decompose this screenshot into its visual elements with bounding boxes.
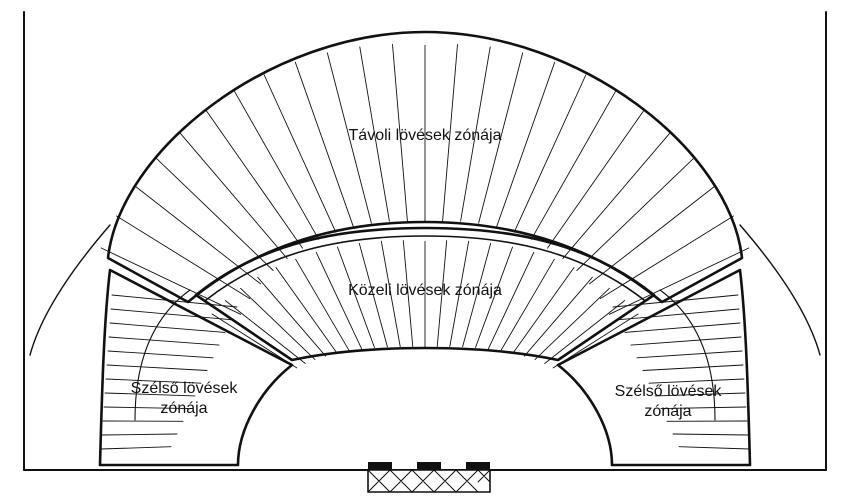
hatch-stroke — [233, 90, 320, 240]
wing-zone-right — [556, 268, 752, 467]
hatch-stroke — [436, 240, 448, 348]
hatch-stroke — [224, 300, 306, 364]
hatch-stroke — [106, 364, 208, 371]
hatch-stroke — [612, 294, 739, 308]
hatch-stroke — [588, 185, 716, 285]
near-zone-inner-edge — [205, 235, 645, 301]
wing-right-label-line1: Szélső lövések — [615, 383, 723, 400]
hatch-stroke — [109, 322, 226, 333]
hatch-stroke — [315, 251, 363, 350]
hatch-stroke — [449, 240, 470, 347]
hatch-stroke — [392, 43, 408, 222]
hatch-stroke — [107, 350, 214, 359]
hatch-stroke — [562, 132, 671, 260]
hatch-stroke — [179, 132, 288, 260]
hatch-stroke — [512, 267, 575, 354]
hatch-stroke — [630, 336, 742, 346]
goal-net-icon — [367, 462, 491, 493]
hatch-stroke — [211, 313, 298, 369]
wing-right-label-line2: zónája — [644, 403, 691, 420]
hatch-stroke — [358, 242, 388, 348]
hatch-stroke — [624, 322, 741, 333]
wing-left-label-line1: Szélső lövések — [131, 380, 239, 397]
wing-zone-left — [98, 268, 294, 467]
hatch-stroke — [523, 276, 593, 357]
hatch-stroke — [111, 294, 238, 308]
hatch-stroke — [100, 247, 242, 315]
hatch-stroke — [134, 185, 262, 285]
hatch-stroke — [608, 247, 750, 315]
hatch-stroke — [544, 300, 626, 364]
hatch-stroke — [500, 258, 555, 352]
wing-left-label-line2: zónája — [160, 400, 207, 417]
hatch-stroke — [103, 406, 190, 410]
hatch-stroke — [478, 52, 524, 224]
near-zone-label: Közeli lövések zónája — [348, 282, 502, 299]
hatch-stroke — [547, 110, 645, 249]
hatch-stroke — [402, 240, 414, 348]
hatch-stroke — [442, 43, 458, 222]
hatch-stroke — [487, 251, 535, 350]
hatch-stroke — [155, 157, 274, 271]
hatch-stroke — [672, 433, 749, 436]
hatch-stroke — [599, 215, 734, 300]
inner-arc-right — [659, 289, 716, 421]
hatch-stroke — [642, 364, 744, 371]
hatch-stroke — [530, 90, 617, 240]
inner-arc-left — [134, 289, 191, 421]
hatch-stroke — [101, 433, 178, 436]
hatch-stroke — [359, 46, 390, 222]
hatch-stroke — [110, 308, 232, 321]
hatch-stroke — [326, 52, 372, 224]
hatch-stroke — [618, 308, 740, 321]
outer-arc-left — [29, 224, 111, 356]
far-zone — [106, 30, 744, 304]
hatch-stroke — [636, 350, 743, 359]
hatch-stroke — [552, 313, 639, 369]
hatch-stroke — [275, 267, 338, 354]
hatch-stroke — [108, 336, 220, 346]
hatch-stroke — [648, 378, 745, 384]
hatch-stroke — [496, 61, 556, 228]
hatch-stroke — [205, 110, 303, 249]
hatch-stroke — [257, 276, 327, 357]
outer-arc-right — [739, 224, 821, 356]
hatch-stroke — [294, 61, 354, 228]
hatch-stroke — [462, 242, 492, 348]
hatch-stroke — [104, 392, 196, 397]
hatch-stroke — [263, 74, 337, 233]
hatch-stroke — [116, 215, 251, 300]
hatch-stroke — [240, 287, 316, 361]
hatch-stroke — [475, 246, 513, 348]
hatch-stroke — [660, 406, 747, 410]
hatch-stroke — [380, 240, 401, 347]
hatch-stroke — [295, 258, 350, 352]
hatch-stroke — [534, 287, 610, 361]
hatch-stroke — [100, 446, 172, 450]
far-zone-label: Távoli lövések zónája — [349, 127, 502, 144]
hatch-stroke — [678, 446, 750, 450]
hatch-stroke — [576, 157, 695, 271]
hatch-stroke — [105, 378, 202, 384]
hatch-stroke — [513, 74, 587, 233]
hatch-stroke — [337, 246, 375, 348]
near-zone — [194, 226, 656, 362]
hatch-stroke — [654, 392, 746, 397]
hatch-stroke — [460, 46, 491, 222]
